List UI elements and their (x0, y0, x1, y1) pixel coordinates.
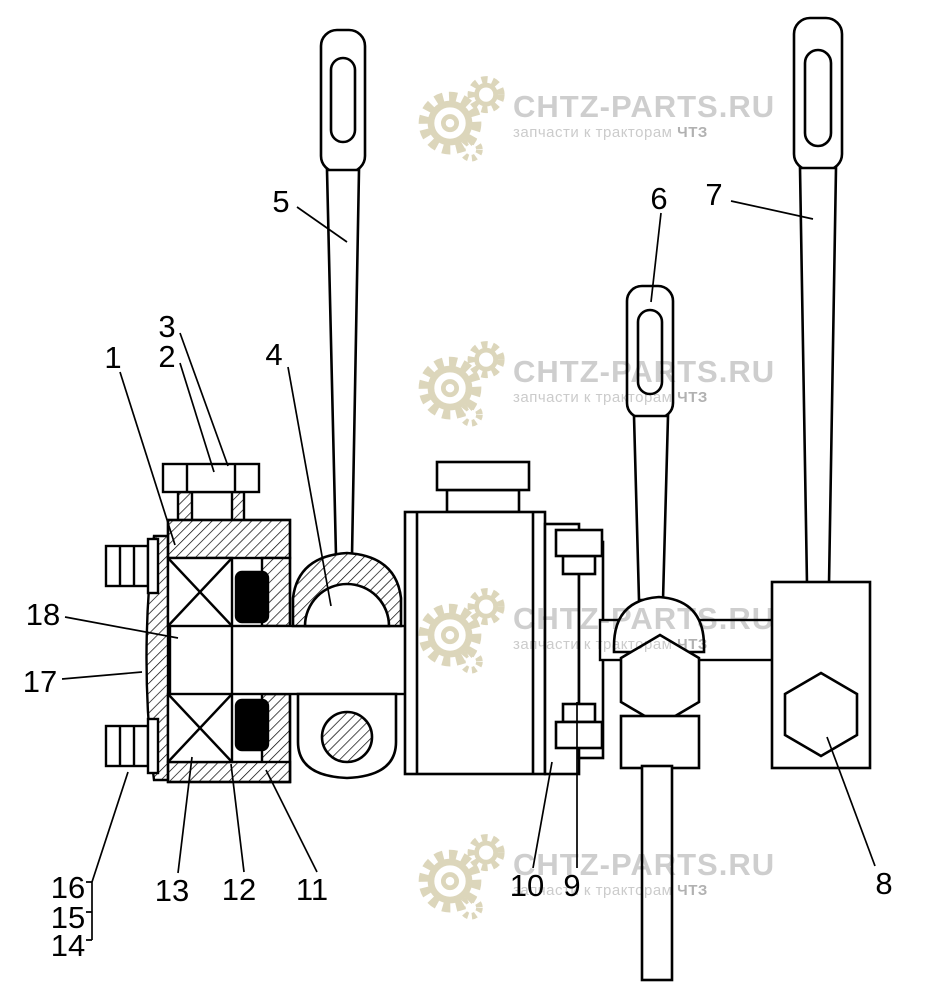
bearing-lower (166, 692, 234, 764)
callout-12: 12 (222, 872, 256, 907)
bolt-top-left (104, 537, 160, 595)
callout-15: 15 (51, 900, 85, 935)
seal-lower (234, 698, 270, 752)
callout-13: 13 (155, 873, 189, 908)
callout-1: 1 (104, 340, 121, 375)
hex-bolt-8 (783, 671, 859, 758)
callout-5: 5 (272, 184, 289, 219)
callout-6: 6 (650, 181, 667, 216)
callouts: 1 2 3 4 5 6 7 8 9 10 11 12 13 14 15 16 1… (23, 177, 893, 963)
lever-7 (770, 16, 872, 770)
callout-7: 7 (705, 177, 722, 212)
callout-14: 14 (51, 928, 85, 963)
seal-upper (234, 570, 270, 624)
left-flange-assembly (104, 462, 292, 784)
lever-6 (612, 284, 706, 982)
callout-2: 2 (158, 339, 175, 374)
callout-4: 4 (265, 337, 282, 372)
callout-18: 18 (26, 597, 60, 632)
callout-3: 3 (158, 309, 175, 344)
callout-11: 11 (296, 872, 328, 907)
bearing-upper (166, 556, 234, 628)
leader-lines (61, 200, 876, 941)
lever-5 (291, 28, 403, 780)
valve-body (403, 460, 605, 776)
callout-10: 10 (510, 868, 544, 903)
callout-9: 9 (563, 868, 580, 903)
bolt-bottom-left (104, 717, 160, 775)
callout-8: 8 (875, 866, 892, 901)
callout-17: 17 (23, 664, 57, 699)
callout-16: 16 (51, 870, 85, 905)
